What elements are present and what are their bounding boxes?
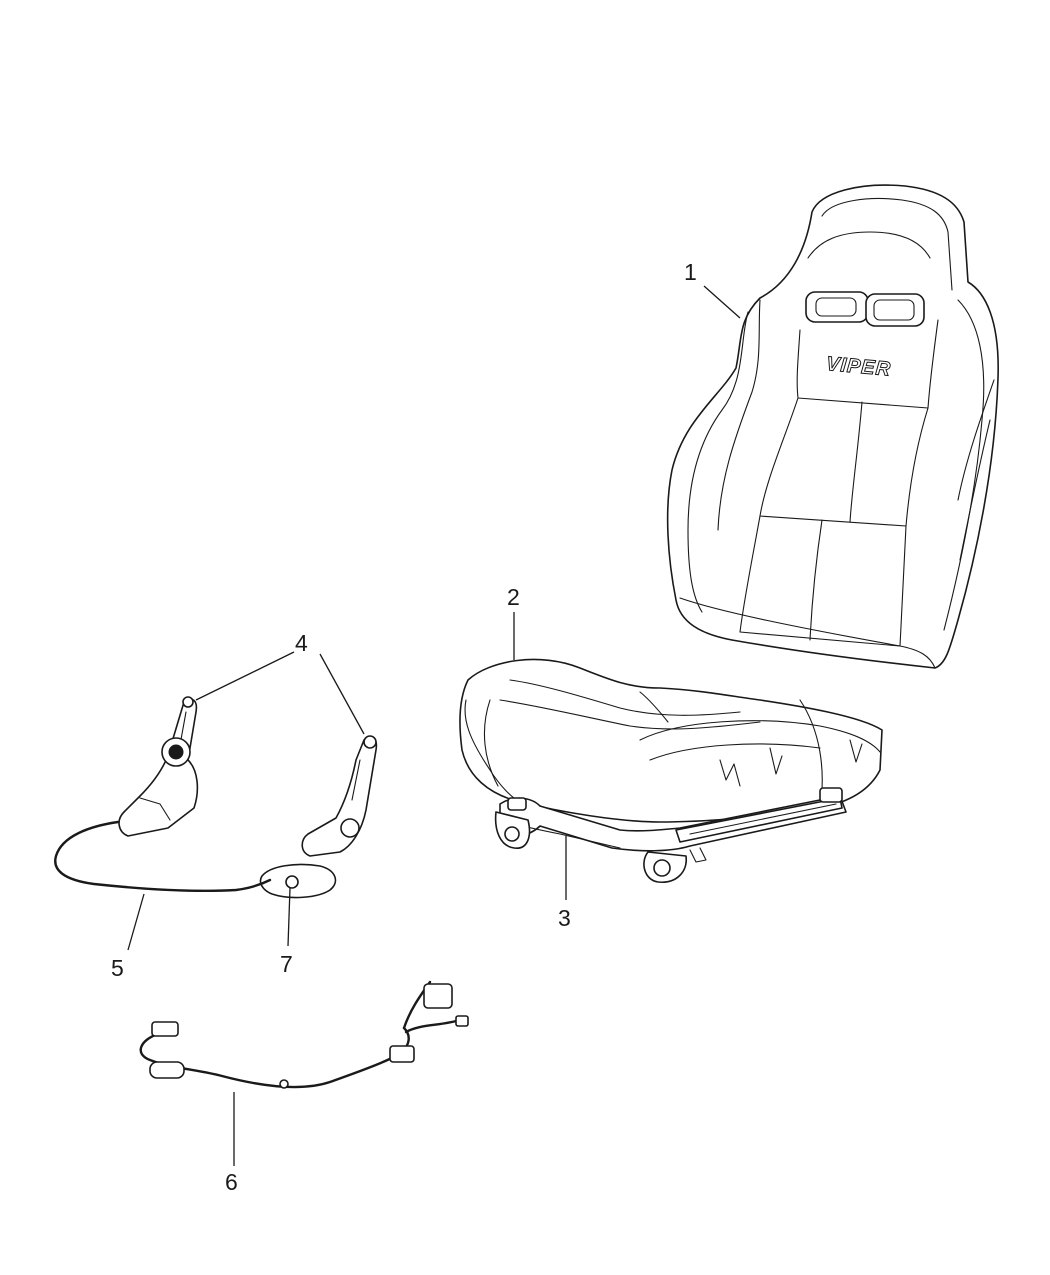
callout-4: 4 (295, 630, 308, 656)
callout-2: 2 (507, 584, 520, 610)
callout-7: 7 (280, 951, 293, 977)
seat-cushion (459, 658, 883, 823)
wiring-harness (139, 980, 469, 1089)
leader-lines (127, 285, 741, 1166)
callout-5: 5 (111, 955, 124, 981)
callout-6: 6 (225, 1169, 238, 1195)
seat-track-frame (494, 787, 847, 883)
callout-1: 1 (684, 259, 697, 285)
callout-3: 3 (558, 905, 571, 931)
recliner-assembly (54, 696, 378, 899)
seat-back: VIPER (666, 184, 999, 669)
